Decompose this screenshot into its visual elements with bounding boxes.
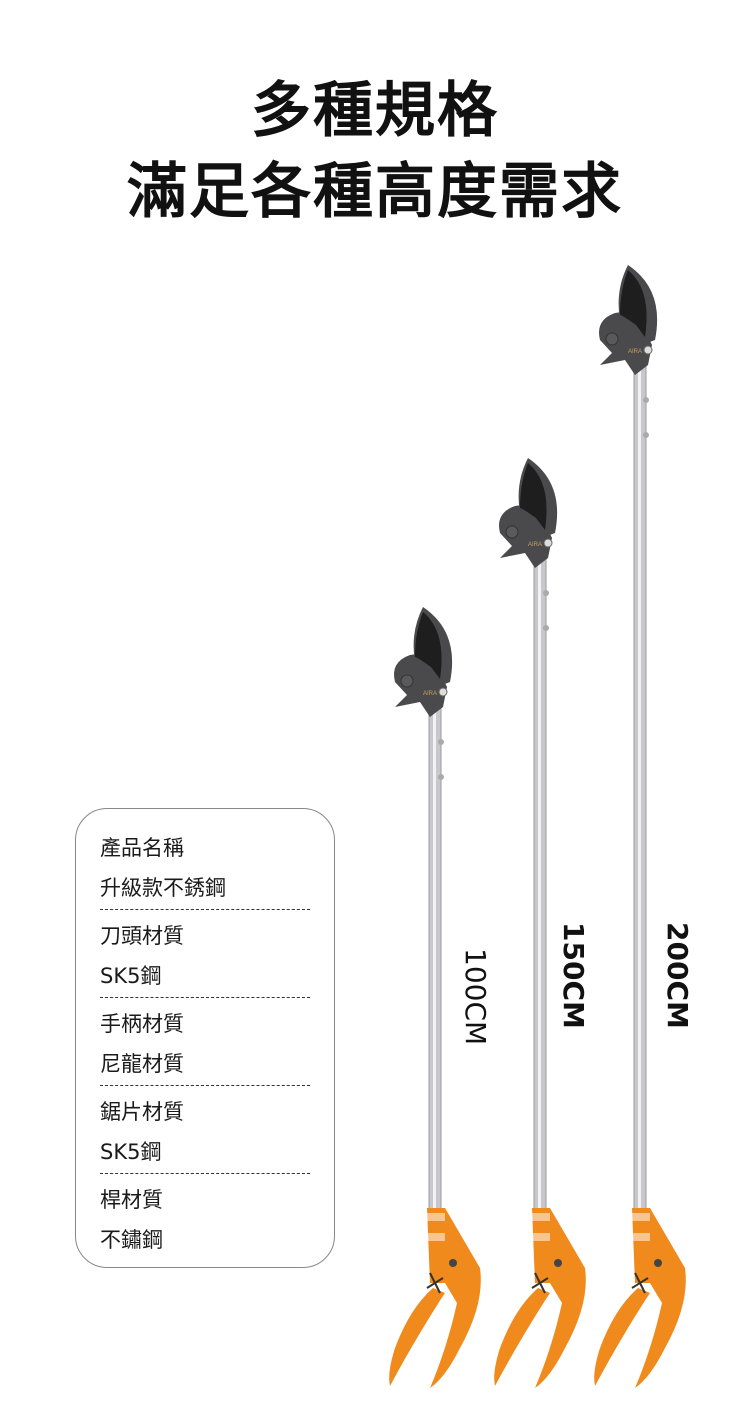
pivot-bolt [400, 674, 414, 688]
divider [100, 1173, 310, 1174]
pivot-screw [438, 687, 448, 697]
pruner-blade [520, 463, 547, 530]
pole-highlight [433, 702, 436, 1220]
brand-logo: AIRA [628, 349, 642, 355]
spec-value: 尼龍材質 [100, 1052, 184, 1076]
headline-line-1: 多種規格 [251, 76, 499, 146]
handle-screw [654, 1259, 662, 1267]
divider [100, 1085, 310, 1086]
handle-slot [425, 1233, 445, 1241]
spec-label: 產品名稱 [100, 836, 184, 860]
handle-moving [594, 1288, 650, 1386]
handle-screw [554, 1259, 562, 1267]
handle-fixed [632, 1208, 686, 1388]
handle-slot [530, 1233, 550, 1241]
pruner-blade [415, 612, 442, 679]
pruner-2: AIRA [494, 458, 586, 1388]
length-label-150: 150CM [557, 922, 590, 1029]
spec-label: 手柄材質 [100, 1012, 184, 1036]
length-label-200: 200CM [661, 922, 694, 1029]
lock-clip [631, 1272, 649, 1294]
handle-moving [389, 1288, 445, 1386]
pole-rivet [438, 739, 444, 745]
handle-slot [425, 1213, 445, 1221]
length-label-100: 100CM [459, 948, 492, 1046]
handle-fixed [532, 1208, 586, 1388]
pole-rivet [643, 397, 649, 403]
handle-fixed [427, 1208, 481, 1388]
lock-clip [531, 1272, 549, 1294]
lock-clip [426, 1272, 444, 1294]
brand-logo: AIRA [423, 691, 437, 697]
pole-highlight [638, 360, 641, 1220]
pole-rivet [643, 432, 649, 438]
spec-label: 刀頭材質 [100, 924, 184, 948]
pivot-screw [643, 345, 653, 355]
brand-logo: AIRA [528, 542, 542, 548]
spec-label: 鋸片材質 [100, 1100, 184, 1124]
pruner-blade [620, 270, 647, 337]
pole-rivet [543, 625, 549, 631]
spec-value: SK5鋼 [100, 1140, 162, 1164]
divider [100, 997, 310, 998]
pivot-screw [543, 538, 553, 548]
handle-slot [530, 1213, 550, 1221]
pole-rivet [438, 774, 444, 780]
handle-moving [494, 1288, 550, 1386]
spec-value: 不鏽鋼 [100, 1228, 163, 1252]
pruner-3: AIRA [594, 265, 686, 1388]
divider [100, 909, 310, 910]
pivot-bolt [605, 332, 619, 346]
spec-value: SK5鋼 [100, 964, 162, 988]
pivot-bolt [505, 525, 519, 539]
spec-label: 桿材質 [100, 1188, 163, 1212]
pole-rivet [543, 590, 549, 596]
pole-highlight [538, 553, 541, 1220]
spec-card [75, 808, 335, 1268]
handle-screw [449, 1259, 457, 1267]
handle-slot [630, 1233, 650, 1241]
headline-line-2: 滿足各種高度需求 [127, 157, 623, 227]
pruner-1: AIRA [389, 607, 481, 1388]
handle-slot [630, 1213, 650, 1221]
spec-value: 升級款不銹鋼 [100, 876, 226, 900]
